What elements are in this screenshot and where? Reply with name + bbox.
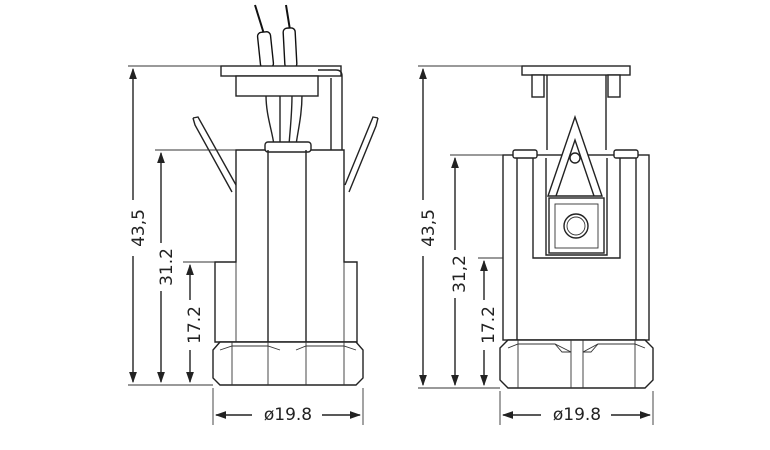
left-view: 43,5 31.2 17.2 ø19.8 [118, 4, 379, 426]
left-dim-diameter: ø19.8 [264, 405, 312, 425]
right-dim-height-total: 43,5 [419, 209, 439, 247]
left-dim-height-body: 31.2 [157, 248, 177, 286]
left-wires [254, 4, 303, 146]
right-view: 43,5 31,2 17.2 ø19.8 [408, 65, 654, 426]
left-extension-lines [128, 65, 364, 425]
left-top-bracket [220, 65, 343, 150]
right-dim-height-body: 31,2 [450, 255, 470, 293]
left-spring-clips [192, 116, 379, 193]
left-socket-body [214, 141, 358, 385]
right-dim-height-base: 17.2 [479, 306, 499, 344]
right-contact-terminal [547, 114, 605, 254]
left-dim-height-total: 43,5 [129, 209, 149, 247]
right-extension-lines [418, 65, 654, 425]
left-dim-height-base: 17.2 [185, 306, 205, 344]
right-dim-diameter: ø19.8 [553, 405, 601, 425]
right-top-bracket [521, 65, 631, 150]
left-hex-nut [212, 341, 364, 386]
right-hex-nut [499, 339, 654, 389]
